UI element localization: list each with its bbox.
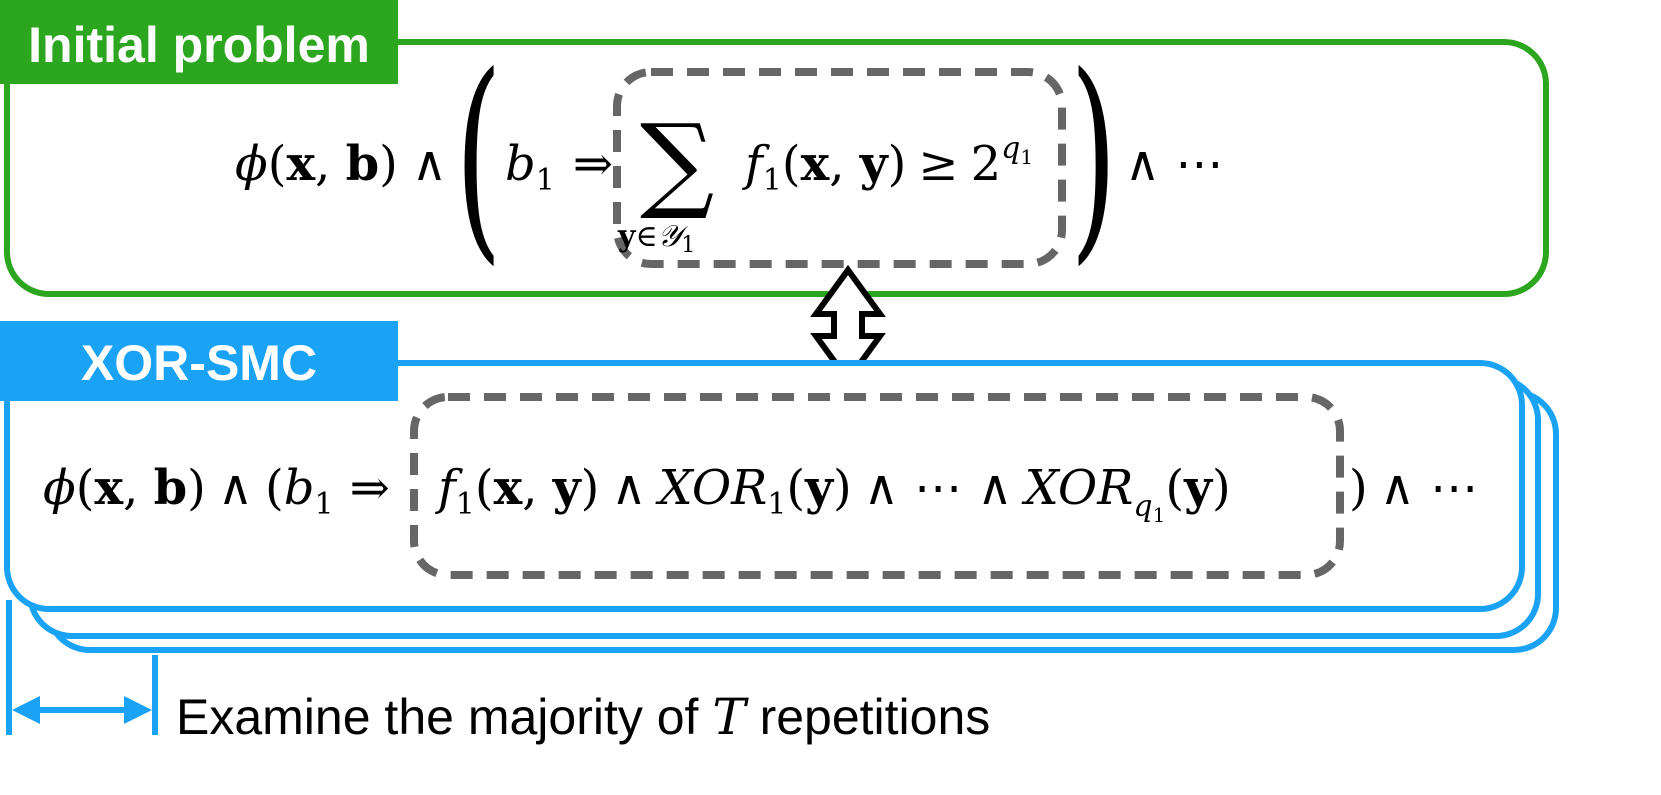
sum-sub-in: ∈ — [635, 219, 657, 254]
b-var: b — [346, 136, 380, 192]
svg-text:ϕ(x, b)∧(b1⇒: ϕ(x, b)∧(b1⇒ — [43, 460, 390, 522]
initial-expression: ϕ(x, b)∧ ( ) b1⇒ ∑ y∈𝒴1 f1(x, y)≥2q1 ∧ ⋯ — [235, 28, 1223, 285]
implies-op: ⇒ — [573, 136, 613, 192]
caption-var: T — [712, 688, 749, 746]
xor-b1-sub: 1 — [315, 487, 334, 522]
f-y: y — [859, 136, 890, 192]
xor-expression: ϕ(x, b)∧(b1⇒ f1(x, y)∧XOR1(y)∧ ⋯ ∧XORq1(… — [43, 460, 1478, 527]
xor-f-sub: 1 — [456, 487, 475, 522]
xor-label-box — [0, 321, 398, 401]
f-x: x — [801, 136, 830, 192]
exp-q-sub: 1 — [1020, 145, 1033, 169]
x-var: x — [286, 136, 315, 192]
big-close-paren: ) — [1070, 28, 1117, 285]
sum-sub-idx: 1 — [681, 233, 695, 258]
xor-close-paren: ) — [187, 460, 206, 516]
xor-mid-dots: ∧ ⋯ ∧ — [864, 460, 1013, 516]
comma: , — [315, 136, 346, 192]
svg-text:)∧ ⋯: )∧ ⋯ — [1349, 460, 1478, 516]
svg-text:b1⇒: b1 ⇒ — [505, 136, 613, 198]
f-close: ) — [888, 136, 907, 192]
xor-f-comma: , — [522, 460, 553, 516]
xor-implies-op: ⇒ — [350, 460, 390, 516]
xorq-name: XOR — [1021, 460, 1134, 516]
xorq-y: y — [1183, 460, 1214, 516]
phi-symbol: ϕ — [235, 136, 268, 192]
xorq-subsub: 1 — [1153, 503, 1166, 527]
xor-f-open: ( — [475, 460, 494, 516]
repetition-caption: Examine the majority of T repetitions — [176, 688, 990, 746]
xor-final-paren: ) — [1349, 460, 1368, 516]
open-paren: ( — [268, 136, 287, 192]
exp-q: q — [1001, 131, 1020, 166]
xor-label: XOR-SMC — [81, 335, 317, 391]
big-open-paren: ( — [455, 28, 502, 285]
xorq-close: ) — [1212, 460, 1231, 516]
repetition-arrow-right-head — [124, 696, 152, 724]
xor-smc-panel: XOR-SMC ϕ(x, b)∧(b1⇒ f1(x, y)∧XOR1(y)∧ ⋯… — [0, 321, 1559, 653]
xor-f-y: y — [552, 460, 583, 516]
f-sub: 1 — [763, 163, 782, 198]
xor-comma: , — [123, 460, 154, 516]
xor-f-close: ) — [581, 460, 600, 516]
xor-phi-symbol: ϕ — [43, 460, 76, 516]
and-op: ∧ — [412, 136, 447, 192]
svg-text:ϕ(x, b)∧: ϕ(x, b)∧ — [235, 136, 447, 192]
geq-op: ≥ — [918, 136, 958, 192]
b1-sub: 1 — [536, 163, 555, 198]
sum-sub-y: y — [617, 219, 637, 254]
xor-x-var: x — [94, 460, 123, 516]
two-num: 2 — [971, 136, 1002, 192]
xor-f-x: x — [494, 460, 523, 516]
xor-open-paren: ( — [76, 460, 95, 516]
xorq-sub: q — [1133, 489, 1152, 524]
initial-label: Initial problem — [28, 17, 370, 73]
close-paren: ) — [379, 136, 398, 192]
initial-trailing-dots: ∧ ⋯ — [1125, 136, 1223, 192]
initial-problem-panel: Initial problem ϕ(x, b)∧ ( ) b1⇒ ∑ y∈𝒴1 … — [0, 0, 1549, 297]
xor1-close: ) — [833, 460, 852, 516]
caption-text: Examine the majority of — [176, 689, 712, 745]
xor-panel-border — [4, 360, 1525, 612]
initial-label-box — [0, 0, 398, 84]
repetition-arrow-left-head — [12, 696, 40, 724]
xor1-y: y — [804, 460, 835, 516]
svg-text:f1(x, y)≥2q1: f1(x, y)≥2q1 — [742, 131, 1033, 198]
svg-text:f1(x, y)∧XOR1(y)∧ ⋯ ∧XORq1(y): f1(x, y)∧XOR1(y)∧ ⋯ ∧XORq1(y) — [435, 460, 1231, 527]
sum-symbol: ∑ — [640, 101, 714, 223]
xor-trailing-dots: ∧ ⋯ — [1380, 460, 1478, 516]
initial-sum-highlight — [613, 68, 1066, 268]
xor-b-var: b — [154, 460, 188, 516]
f-comma: , — [829, 136, 860, 192]
initial-panel-border — [4, 39, 1549, 297]
b1-var: b — [505, 136, 536, 192]
xor1-open: ( — [786, 460, 805, 516]
caption-rest: repetitions — [746, 689, 991, 745]
repetition-indicator — [6, 600, 158, 735]
xor-paren-b: ( — [265, 460, 284, 516]
xor1-sub: 1 — [767, 487, 786, 522]
xor-b1-var: b — [284, 460, 315, 516]
xor1-name: XOR — [655, 460, 768, 516]
xor-and-2: ∧ — [611, 460, 646, 516]
f-open: ( — [782, 136, 801, 192]
xor-and-op: ∧ — [218, 460, 253, 516]
xorq-open: ( — [1165, 460, 1184, 516]
